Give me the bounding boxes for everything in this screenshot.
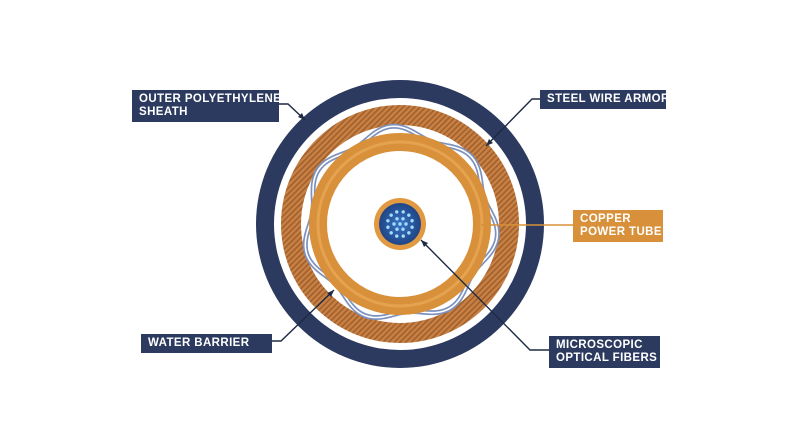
label-steel-wire-armor: STEEL WIRE ARMOR <box>540 90 670 109</box>
label-outer-polyethylene-sheath: OUTER POLYETHYLENE SHEATH <box>132 90 282 122</box>
label-water-barrier: WATER BARRIER <box>141 334 272 353</box>
label-copper-power-tube: COPPER POWER TUBE <box>573 210 663 242</box>
label-optical-fibers-line2: OPTICAL FIBERS <box>556 352 658 364</box>
label-copper-tube-line1: COPPER <box>580 213 631 225</box>
optical-fiber-dot <box>392 222 396 226</box>
optical-fiber-dot <box>401 210 405 214</box>
optical-fiber-dot <box>398 222 402 226</box>
optical-fiber-dot <box>407 231 411 235</box>
label-water-barrier-line1: WATER BARRIER <box>148 337 250 349</box>
optical-fiber-dot <box>395 234 399 238</box>
label-copper-tube-line2: POWER TUBE <box>580 226 662 238</box>
label-outer-sheath-line2: SHEATH <box>139 106 188 118</box>
optical-fiber-dot <box>386 219 390 223</box>
optical-fiber-dot <box>386 225 390 229</box>
leader-line-steel-armor <box>485 98 540 147</box>
optical-fiber-dot <box>404 222 408 226</box>
optical-fiber-dot <box>401 227 405 231</box>
arrow-outer-sheath <box>298 113 305 120</box>
optical-fiber-dot <box>410 225 414 229</box>
label-steel-armor-line1: STEEL WIRE ARMOR <box>547 93 670 105</box>
optical-fiber-dot <box>410 219 414 223</box>
arrow-water-barrier <box>327 290 334 297</box>
optical-fiber-dot <box>395 210 399 214</box>
optical-fiber-dot <box>395 217 399 221</box>
arrow-optical-fibers <box>421 240 428 247</box>
optical-fiber-dot <box>389 213 393 217</box>
label-outer-sheath-line1: OUTER POLYETHYLENE <box>139 93 282 105</box>
arrow-copper-tube <box>481 222 488 228</box>
label-optical-fibers-line1: MICROSCOPIC <box>556 339 643 351</box>
leader-line-water-barrier <box>272 289 335 342</box>
arrow-steel-armor <box>486 139 493 146</box>
label-microscopic-optical-fibers: MICROSCOPIC OPTICAL FIBERS <box>549 336 660 368</box>
optical-fiber-dot <box>389 231 393 235</box>
optical-fiber-dot <box>401 217 405 221</box>
leader-line-optical-fibers <box>420 239 549 351</box>
optical-fiber-dot <box>395 227 399 231</box>
optical-fiber-dot <box>407 213 411 217</box>
optical-fiber-dots <box>386 210 414 238</box>
copper-tube-highlight <box>316 140 484 308</box>
optical-fiber-dot <box>401 234 405 238</box>
leader-line-outer-sheath <box>279 103 306 121</box>
